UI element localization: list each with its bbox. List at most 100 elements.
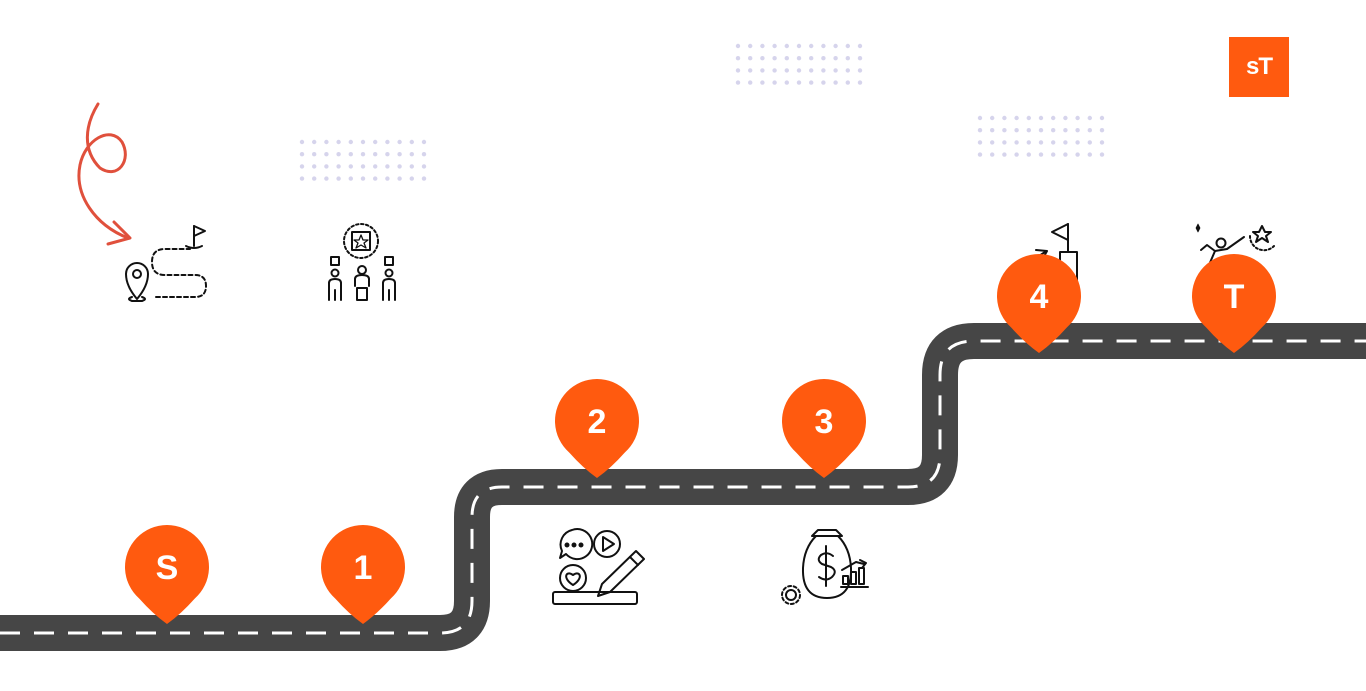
grid-dot — [784, 80, 789, 85]
grid-dot — [1099, 152, 1105, 157]
grid-dot — [1002, 152, 1007, 157]
milestone-pin-1: 1 — [321, 525, 405, 624]
grid-dot — [348, 139, 353, 145]
grid-dot — [1087, 115, 1093, 121]
grid-dot — [348, 152, 353, 157]
grid-dot — [1063, 140, 1068, 145]
grid-dot — [760, 68, 765, 73]
grid-dot — [845, 80, 850, 85]
grid-dot — [385, 139, 390, 145]
grid-dot — [1087, 128, 1093, 133]
grid-dot — [373, 152, 378, 157]
grid-dot — [299, 152, 305, 157]
grid-dot — [977, 152, 983, 157]
grid-dot — [1014, 115, 1019, 121]
grid-dot — [421, 152, 427, 157]
grid-dot — [385, 176, 390, 181]
pin-label: 2 — [588, 403, 607, 441]
road-lane-dashes — [0, 339, 1366, 635]
grid-dot — [409, 164, 414, 169]
milestone-pin-s: S — [125, 525, 209, 624]
grid-dot — [312, 139, 317, 145]
grid-dot — [409, 176, 414, 181]
grid-dot — [821, 68, 826, 73]
grid-dot — [735, 80, 741, 85]
grid-dot — [421, 176, 427, 181]
grid-dot — [1051, 140, 1056, 145]
grid-dot — [748, 80, 753, 85]
grid-dot — [299, 176, 305, 181]
grid-dot — [845, 43, 850, 49]
grid-dot — [833, 80, 838, 85]
content-creation-icon — [552, 528, 645, 605]
grid-dot — [312, 164, 317, 169]
grid-dot — [1014, 128, 1019, 133]
grid-dot — [324, 164, 329, 169]
grid-dot — [735, 43, 741, 49]
grid-dot — [833, 68, 838, 73]
grid-dot — [397, 176, 402, 181]
grid-dot — [373, 176, 378, 181]
grid-dot — [809, 43, 814, 49]
grid-dot — [748, 56, 753, 61]
grid-dot — [772, 68, 777, 73]
milestone-pin-4: 4 — [997, 254, 1081, 353]
grid-dot — [360, 152, 366, 157]
grid-dot — [748, 43, 753, 49]
grid-dot — [1038, 152, 1044, 157]
grid-dot — [772, 80, 777, 85]
grid-dot — [772, 43, 777, 49]
grid-dot — [1099, 115, 1105, 121]
grid-dot — [1075, 152, 1080, 157]
grid-dot — [796, 43, 802, 49]
grid-dot — [1026, 140, 1032, 145]
grid-dot — [833, 56, 838, 61]
grid-dot — [1026, 128, 1032, 133]
pin-label: T — [1224, 278, 1245, 316]
pin-shape — [555, 379, 639, 478]
grid-dot — [748, 68, 753, 73]
pin-label: 1 — [354, 549, 373, 587]
grid-dot — [809, 80, 814, 85]
grid-dot — [1038, 128, 1044, 133]
grid-dot — [990, 115, 995, 121]
grid-dot — [421, 164, 427, 169]
grid-dot — [821, 43, 826, 49]
curly-arrow-decoration — [77, 102, 132, 246]
dot-grid-decoration — [299, 43, 1105, 181]
pin-shape — [1192, 254, 1276, 353]
grid-dot — [1075, 128, 1080, 133]
pin-label: 4 — [1030, 278, 1049, 316]
grid-dot — [735, 56, 741, 61]
grid-dot — [796, 80, 802, 85]
grid-dot — [760, 80, 765, 85]
grid-dot — [772, 56, 777, 61]
grid-dot — [990, 140, 995, 145]
grid-dot — [1087, 152, 1093, 157]
grid-dot — [1038, 140, 1044, 145]
grid-dot — [1026, 115, 1032, 121]
pin-shape — [321, 525, 405, 624]
grid-dot — [409, 139, 414, 145]
grid-dot — [348, 176, 353, 181]
grid-dot — [977, 115, 983, 121]
grid-dot — [385, 164, 390, 169]
pin-shape — [782, 379, 866, 478]
grid-dot — [1099, 128, 1105, 133]
grid-dot — [1014, 140, 1019, 145]
grid-dot — [409, 152, 414, 157]
grid-dot — [1087, 140, 1093, 145]
grid-dot — [809, 56, 814, 61]
grid-dot — [990, 128, 995, 133]
grid-dot — [760, 43, 765, 49]
grid-dot — [857, 43, 863, 49]
grid-dot — [336, 176, 341, 181]
grid-dot — [336, 164, 341, 169]
grid-dot — [360, 176, 366, 181]
pin-shape — [125, 525, 209, 624]
grid-dot — [299, 164, 305, 169]
brand-logo: sT — [1229, 37, 1289, 97]
grid-dot — [977, 128, 983, 133]
grid-dot — [360, 139, 366, 145]
grid-dot — [1051, 128, 1056, 133]
